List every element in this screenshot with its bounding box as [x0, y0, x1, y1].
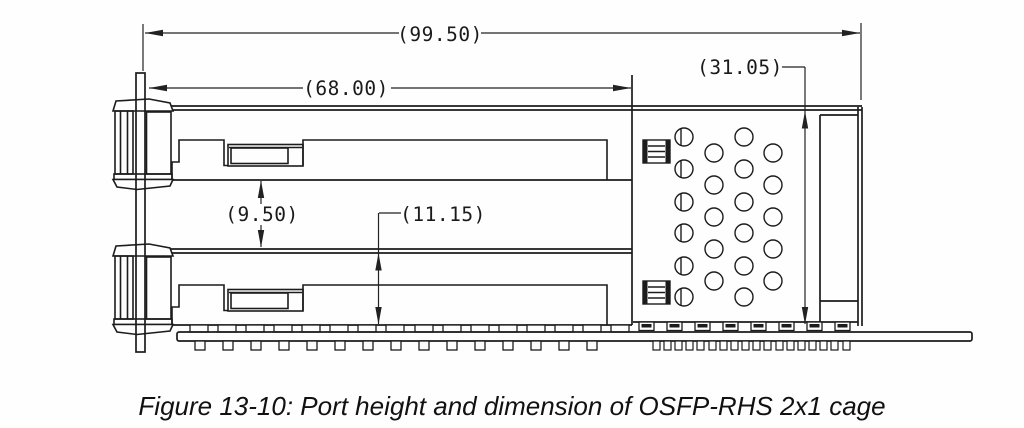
upper-port-module [112, 98, 608, 191]
dim-label-port-spacing: (9.50) [225, 203, 298, 226]
figure-caption: Figure 13-10: Port height and dimension … [138, 391, 886, 421]
dim-label-overall-length: (99.50) [397, 23, 483, 46]
faceplate-bar [135, 72, 146, 353]
press-fit-pins-wide [194, 340, 598, 351]
dimension-arrows [145, 29, 860, 325]
flange-foot-band [189, 324, 630, 333]
rear-solder-pads [638, 321, 851, 332]
dim-leader-rear [782, 66, 806, 324]
vent-hole-pattern [674, 127, 783, 307]
dim-leader-height [377, 212, 401, 324]
pcb-board [176, 331, 973, 342]
emi-clip-lower [642, 280, 671, 305]
press-fit-pins-dense [652, 340, 851, 351]
dim-label-port-height: (11.15) [400, 203, 486, 226]
dim-label-cage-length: (68.00) [303, 77, 389, 100]
rear-guide-rect [819, 114, 858, 325]
dim-label-rear-height: (31.05) [697, 56, 783, 79]
emi-clip-upper [642, 139, 671, 164]
lower-port-module [112, 243, 608, 336]
dimension-lines [142, 23, 862, 324]
cage-outline [146, 75, 863, 326]
